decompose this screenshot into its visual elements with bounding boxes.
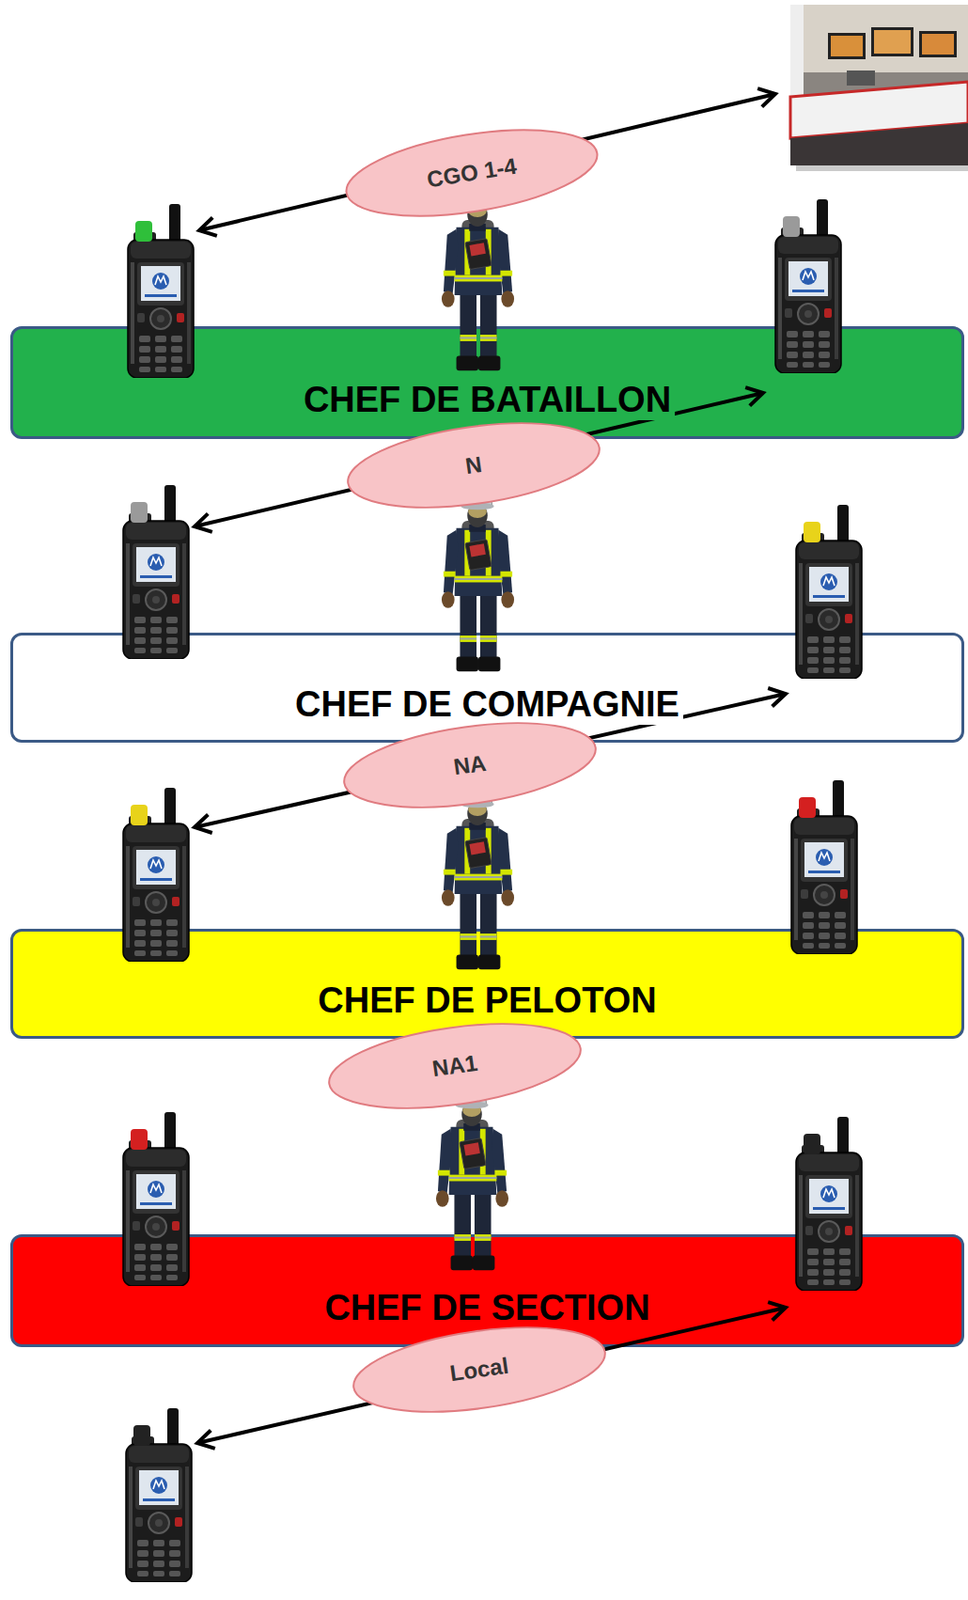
radio-handset [123,787,189,962]
ellipse-outline [340,114,604,231]
radio-handset [796,1116,862,1291]
radio-handset [775,199,842,374]
control-room-photo [919,31,957,58]
radio-handset [125,1407,192,1582]
radio-handset [791,780,858,954]
control-room-photo [871,27,914,57]
radio-handset [775,199,842,374]
radio-handset [798,796,816,818]
level-title: CHEF DE COMPAGNIE [291,683,684,725]
level-title: CHEF DE PELOTON [313,979,660,1021]
control-room-photo [790,4,968,172]
level-title: CHEF DE SECTION [320,1286,654,1328]
control-room-photo [790,4,968,73]
radio-handset [130,501,148,523]
ellipse-outline [348,1313,611,1426]
control-room-photo [830,35,863,57]
radio-handset [135,220,153,242]
ellipse-outline [343,409,606,522]
radio-link-arrows [199,93,776,231]
control-room-photo [921,33,954,55]
radio-handset [123,787,189,962]
radio-handset [803,521,821,543]
level-title: CHEF DE BATAILLON [299,378,675,421]
ellipse-outline [324,1010,587,1123]
control-room-photo [790,123,968,166]
radio-handset [123,1111,189,1286]
ellipse-outline [339,709,602,822]
radio-handset [803,1133,821,1155]
radio-handset [782,216,800,237]
radio-handset [130,804,148,826]
radio-handset [123,1111,189,1286]
channel-name: NA [452,749,488,781]
control-room-photo [827,32,866,60]
radio-handset [796,504,862,679]
radio-handset [127,203,194,378]
radio-handset [796,504,862,679]
radio-handset [796,1116,862,1291]
radio-handset [127,203,194,378]
radio-handset [791,780,858,954]
control-room-photo [846,70,875,86]
radio-handset [133,1424,151,1446]
radio-handset [123,484,189,659]
radio-handset [123,484,189,659]
control-room-photo [790,4,968,166]
control-room-photo [874,30,911,54]
radio-handset [130,1128,148,1150]
radio-handset [125,1407,192,1582]
channel-name: N [463,451,484,480]
